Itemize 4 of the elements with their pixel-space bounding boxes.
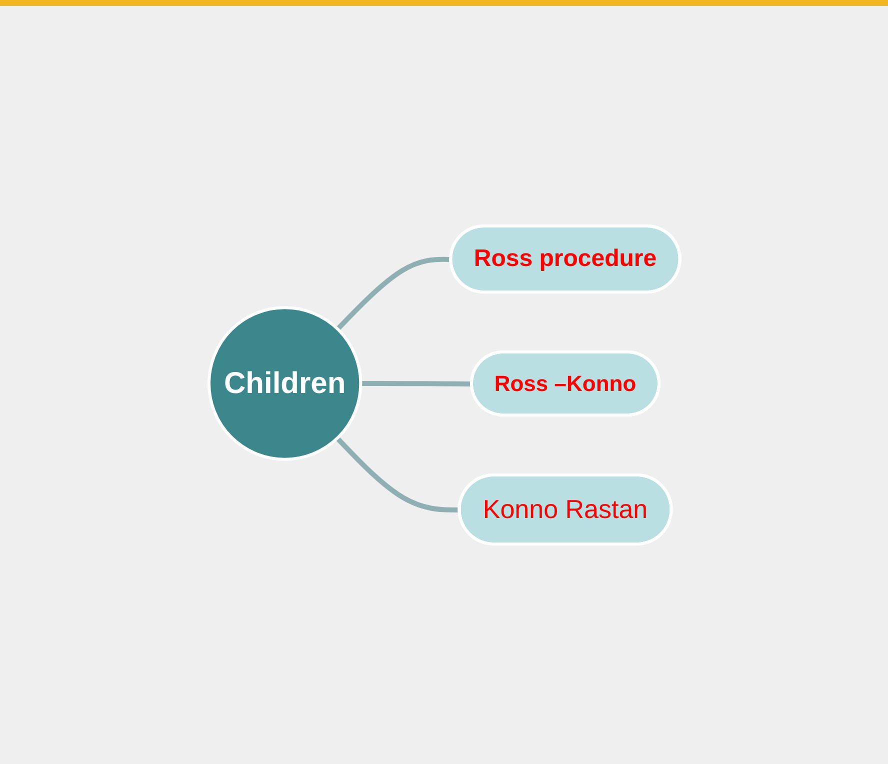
connector — [360, 381, 472, 386]
node-circle: Children — [207, 306, 362, 461]
connector — [335, 436, 460, 512]
connector — [335, 256, 451, 331]
